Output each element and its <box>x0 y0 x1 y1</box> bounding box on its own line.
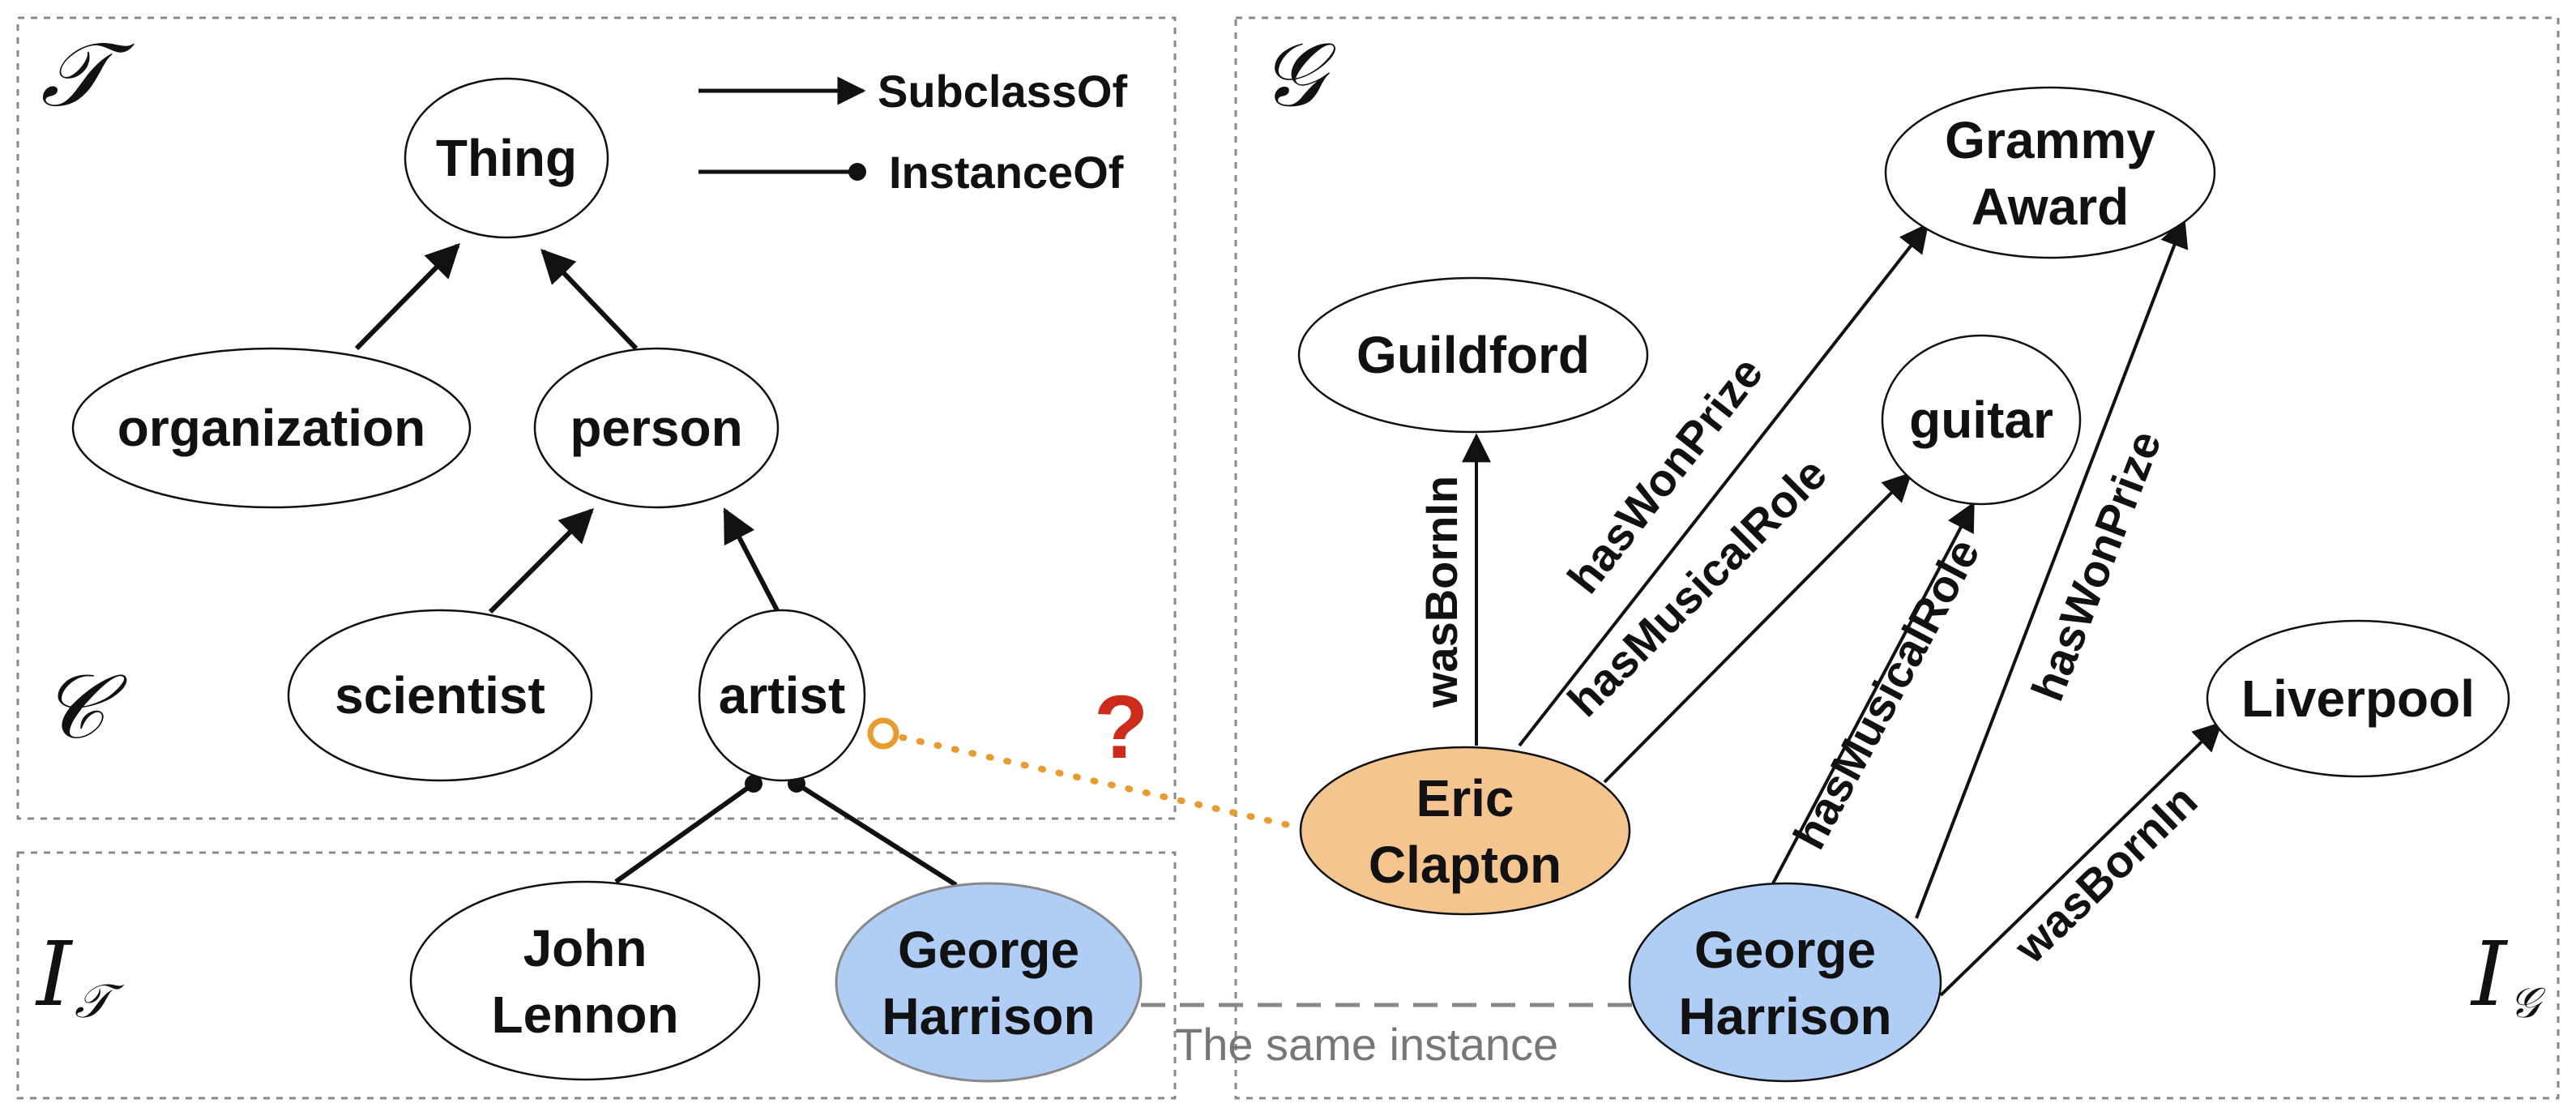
node-artist-label: artist <box>719 666 846 725</box>
node-grammy-label-2: Award <box>1972 177 2129 236</box>
instanceof-dot-john <box>745 775 763 793</box>
edge-scientist-person <box>488 508 594 614</box>
edge-eric-haswonprize <box>1518 223 1929 747</box>
concept-symbol: 𝒞 <box>41 655 128 759</box>
node-person-label: person <box>570 399 742 457</box>
node-artist: artist <box>698 609 866 782</box>
edge-george-instanceof-artist <box>795 781 958 887</box>
edge-george-haswonprize <box>1915 217 2189 919</box>
node-george-g-label-1: George <box>1694 921 1876 979</box>
node-george-t-label-1: George <box>898 921 1079 979</box>
edge-artist-person <box>723 507 780 614</box>
label-eric-wasbornin: wasBornIn <box>1416 476 1467 708</box>
node-organization-label: organization <box>117 399 425 457</box>
node-guitar: guitar <box>1881 334 2082 506</box>
node-scientist-label: scientist <box>335 666 545 725</box>
label-george-wasbornin: wasBornIn <box>2004 775 2206 973</box>
taxonomy-symbol: 𝒯 <box>41 23 135 126</box>
graph-symbol: 𝒢 <box>1260 23 1336 126</box>
legend-instance-label: InstanceOf <box>889 147 1124 198</box>
instance-t-subscript: 𝒯 <box>75 973 125 1028</box>
instance-g-symbol: I <box>2470 922 2509 1026</box>
node-scientist: scientist <box>287 609 593 782</box>
edge-eric-hasmusicalrole <box>1603 472 1912 784</box>
question-mark: ? <box>1094 678 1148 777</box>
node-liverpool: Liverpool <box>2206 619 2510 778</box>
node-eric-label-1: Eric <box>1416 769 1514 827</box>
node-john-lennon: John Lennon <box>409 880 761 1081</box>
node-liverpool-label: Liverpool <box>2241 669 2475 728</box>
node-grammy-award: Grammy Award <box>1884 86 2216 259</box>
node-john-label-1: John <box>523 919 647 977</box>
edge-george-hasmusicalrole <box>1771 501 1975 884</box>
legend-instance-dot <box>848 163 866 181</box>
instance-g-subscript: 𝒢 <box>2510 979 2546 1028</box>
legend-subclass-label: SubclassOf <box>878 66 1127 117</box>
unknown-type-link <box>882 730 1292 828</box>
node-george-t-label-2: Harrison <box>882 987 1095 1045</box>
same-instance-label: The same instance <box>1175 1019 1558 1070</box>
node-george-harrison-graph: George Harrison <box>1628 882 1942 1083</box>
node-thing-label: Thing <box>436 129 577 187</box>
node-guitar-label: guitar <box>1909 391 2053 449</box>
edge-organization-thing <box>354 243 460 351</box>
unknown-type-endpoint <box>867 717 899 750</box>
node-george-harrison-taxonomy: George Harrison <box>835 882 1143 1083</box>
node-grammy-label-1: Grammy <box>1945 111 2155 169</box>
edge-person-thing <box>540 248 639 351</box>
taxonomy-panel <box>16 16 1177 820</box>
edge-john-instanceof-artist <box>614 781 755 884</box>
node-person: person <box>533 347 780 509</box>
instance-t-symbol: I <box>35 922 74 1026</box>
node-guildford-label: Guildford <box>1356 326 1590 384</box>
node-john-label-2: Lennon <box>491 986 678 1044</box>
node-eric-label-2: Clapton <box>1369 836 1561 894</box>
node-george-g-label-2: Harrison <box>1678 987 1891 1045</box>
edge-george-wasbornin <box>1939 721 2223 997</box>
node-thing: Thing <box>404 77 609 239</box>
node-organization: organization <box>71 347 472 509</box>
node-guildford: Guildford <box>1297 276 1649 434</box>
node-eric-clapton: Eric Clapton <box>1299 746 1631 916</box>
graph-panel <box>1234 16 2560 1100</box>
